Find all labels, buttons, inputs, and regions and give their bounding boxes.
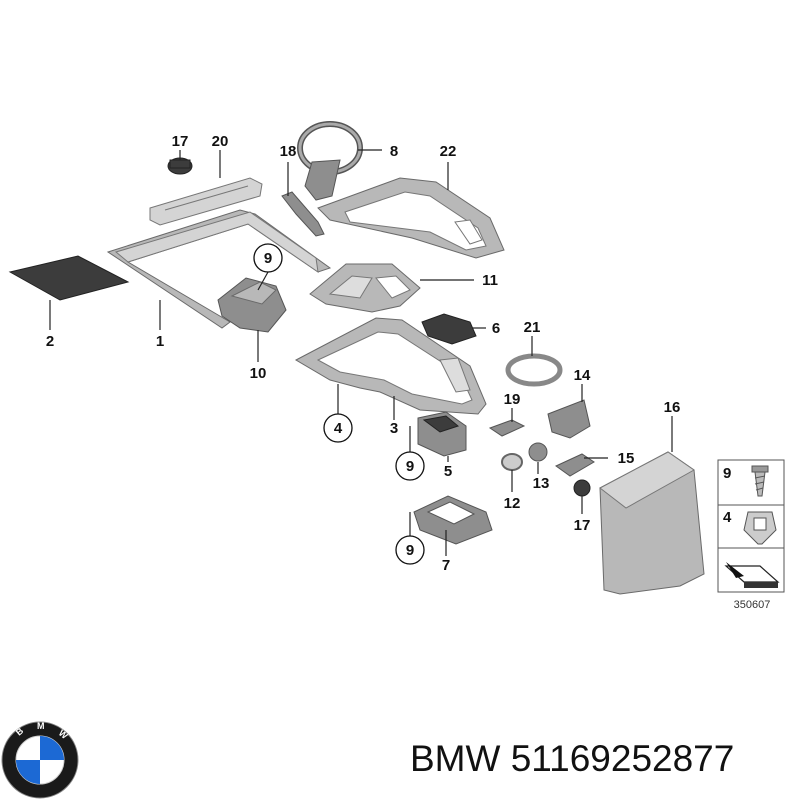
label-12: 12 <box>504 495 521 512</box>
label-17-low: 17 <box>574 517 591 534</box>
part-17-knob-top <box>167 157 193 175</box>
callout-circle-9-mid <box>395 451 425 481</box>
svg-text:M: M <box>37 721 45 731</box>
part-18-bracket <box>281 191 325 237</box>
brand-name: BMW <box>410 738 501 779</box>
label-9-top: 9 <box>264 250 272 267</box>
part-22-console-frame <box>317 177 505 259</box>
diagram-reference-code: 350607 <box>734 599 771 611</box>
part-16-rear-panel <box>599 451 705 595</box>
part-10-mount-bracket <box>217 277 287 333</box>
label-3: 3 <box>390 420 398 437</box>
part-17-knob-lower <box>573 479 591 497</box>
label-9-mid: 9 <box>406 458 414 475</box>
label-17-top: 17 <box>172 133 189 150</box>
part-12-bezel <box>501 453 523 471</box>
label-2: 2 <box>46 333 54 350</box>
part-21-ring <box>505 353 563 387</box>
label-4: 4 <box>334 420 343 437</box>
part-1-trim-frame <box>106 209 332 329</box>
part-caption: BMW 51169252877 <box>410 738 734 780</box>
part-19-switch <box>488 419 526 437</box>
leader-lines <box>49 149 673 556</box>
part-number: 51169252877 <box>510 738 735 779</box>
part-3-lower-trim <box>294 317 487 415</box>
part-14-clip-bracket <box>547 399 591 439</box>
part-13-cap <box>528 442 548 462</box>
label-10: 10 <box>250 365 267 382</box>
callout-circle-9-top <box>253 243 283 273</box>
screw-icon <box>751 465 769 497</box>
label-14: 14 <box>574 367 591 384</box>
label-7: 7 <box>442 557 450 574</box>
part-7-lower-bracket <box>413 495 493 545</box>
label-5: 5 <box>444 463 452 480</box>
orientation-arrow-icon <box>724 562 780 588</box>
label-11: 11 <box>482 272 498 289</box>
fastener-legend: 9 4 <box>717 459 785 593</box>
callout-circle-9-low <box>395 535 425 565</box>
part-11-shift-surround <box>309 263 421 313</box>
label-9-low: 9 <box>406 542 414 559</box>
clip-nut-icon <box>743 511 777 545</box>
label-22: 22 <box>440 143 457 160</box>
callout-circle-4 <box>323 413 353 443</box>
part-15-connector <box>555 453 595 477</box>
label-6: 6 <box>492 320 500 337</box>
part-6-cover <box>421 313 477 345</box>
label-21: 21 <box>524 319 541 336</box>
label-18: 18 <box>280 143 297 160</box>
label-19: 19 <box>504 391 521 408</box>
label-16: 16 <box>664 399 681 416</box>
part-2-mat <box>8 255 130 301</box>
part-20-trim-strip <box>149 177 263 226</box>
legend-label-4: 4 <box>723 509 732 526</box>
part-5-storage-tray <box>417 411 467 457</box>
bmw-logo: B M W <box>1 721 79 799</box>
label-15: 15 <box>618 450 635 467</box>
legend-label-9: 9 <box>723 465 731 482</box>
label-13: 13 <box>533 475 550 492</box>
label-1: 1 <box>156 333 164 350</box>
label-8: 8 <box>390 143 398 160</box>
part-8-ring-bezel <box>297 121 363 201</box>
svg-text:B: B <box>14 725 26 737</box>
label-20: 20 <box>212 133 229 150</box>
